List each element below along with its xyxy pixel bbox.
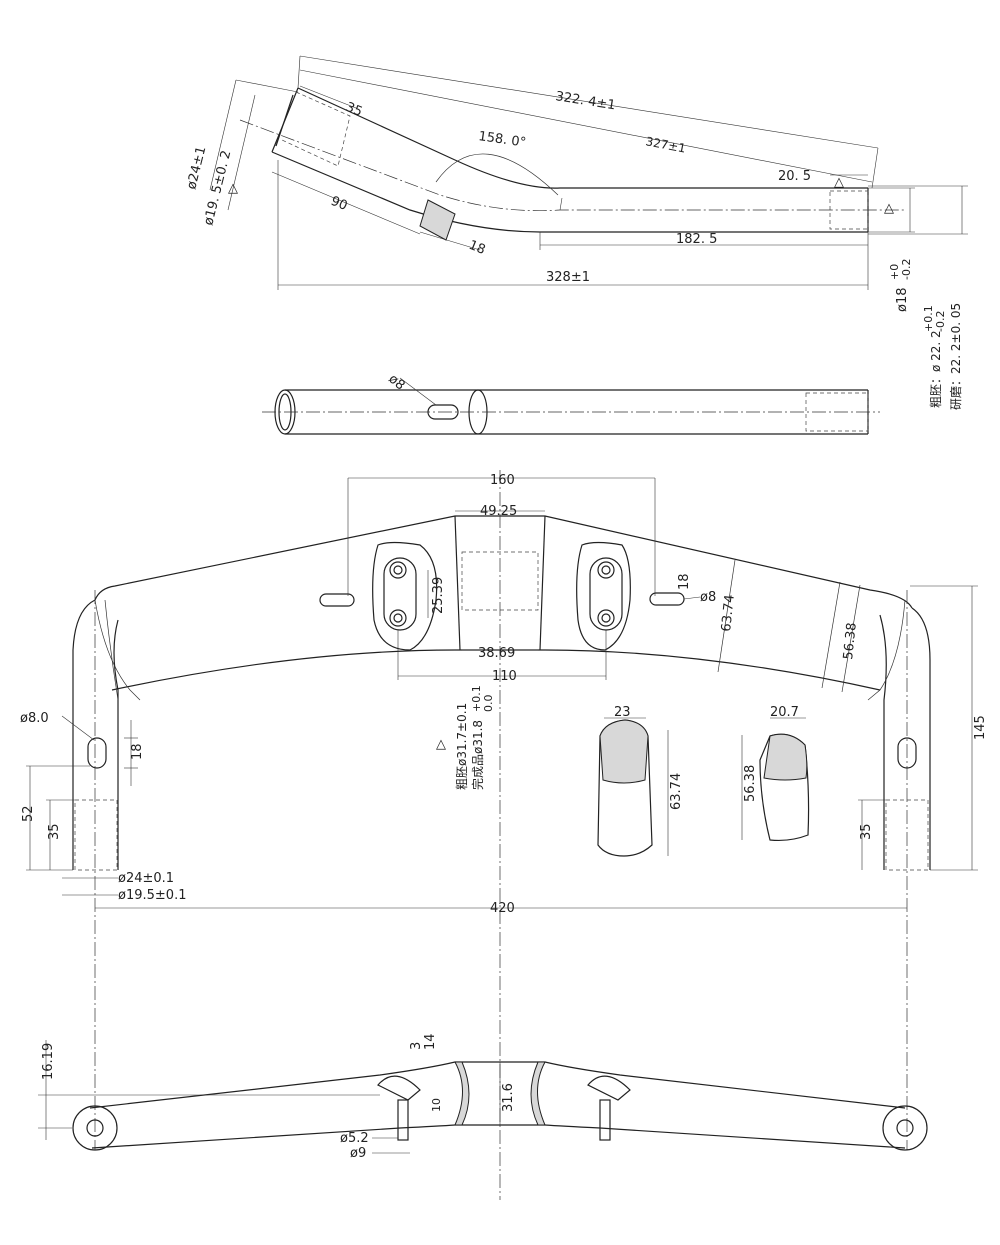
dim-1619: 16.19 bbox=[41, 1043, 56, 1080]
dim-18-left: 18 bbox=[130, 743, 145, 760]
dim-sec2-w: 20.7 bbox=[770, 705, 799, 720]
note-clamp-tol-dn: 0.0 bbox=[482, 695, 495, 713]
dim-35-top: 35 bbox=[344, 100, 365, 120]
front-view: 160 49.25 25.39 18 ø8 63.74 56.38 38.69 … bbox=[20, 470, 988, 1200]
dim-6374: 63.74 bbox=[719, 594, 738, 633]
note-rough-tol-up: +0.1 bbox=[922, 305, 935, 332]
note-clamp-tol-up: +0.1 bbox=[470, 685, 483, 712]
dim-slot8: ø8 bbox=[700, 590, 716, 605]
note-rough: 粗胚：ø 22. 2 bbox=[929, 330, 943, 408]
dim-18-top: 18 bbox=[467, 238, 488, 258]
tri-mark-4: △ bbox=[436, 737, 446, 752]
dim-110: 110 bbox=[492, 669, 517, 684]
dim-dia24-bottom: ø24±0.1 bbox=[118, 871, 174, 886]
dim-205: 20. 5 bbox=[778, 169, 811, 184]
dim-4925: 49.25 bbox=[480, 504, 517, 519]
note-clamp-final: 完成品ø31.8 bbox=[470, 720, 485, 790]
tri-mark-2: △ bbox=[834, 175, 844, 190]
tri-mark-1: △ bbox=[228, 181, 238, 196]
dim-dia52: ø5.2 bbox=[340, 1131, 369, 1146]
dim-2539: 25.39 bbox=[431, 577, 446, 614]
dim-145: 145 bbox=[973, 715, 988, 740]
dim-sec2-h: 56.38 bbox=[743, 765, 758, 802]
tri-mark-3: △ bbox=[884, 201, 894, 216]
dim-angle: 158. 0° bbox=[477, 129, 526, 151]
dim-1825: 182. 5 bbox=[676, 232, 717, 247]
dim-dia18: ø18 bbox=[895, 288, 910, 313]
dim-328: 328±1 bbox=[546, 270, 590, 285]
dim-14: 14 bbox=[423, 1033, 438, 1050]
dim-35-left: 35 bbox=[47, 823, 62, 840]
dim-3869: 38.69 bbox=[478, 646, 515, 661]
dim-52: 52 bbox=[21, 805, 36, 822]
dim-dia18-tol-dn: -0.2 bbox=[900, 259, 913, 280]
note-rough-tol-dn: -0.2 bbox=[934, 311, 947, 332]
bottom-view: 16.19 3 14 10 31.6 ø5.2 ø9 bbox=[38, 1033, 928, 1161]
dim-160: 160 bbox=[490, 473, 515, 488]
dim-3: 3 bbox=[409, 1042, 424, 1050]
dim-90: 90 bbox=[329, 194, 350, 214]
dim-slot18: 18 bbox=[677, 573, 692, 590]
dim-5638: 56.38 bbox=[841, 622, 860, 661]
dim-35-right: 35 bbox=[859, 823, 874, 840]
dim-10: 10 bbox=[430, 1098, 443, 1112]
dim-dia9: ø9 bbox=[350, 1146, 366, 1161]
dim-420: 420 bbox=[490, 901, 515, 916]
dim-dia195-bottom: ø19.5±0.1 bbox=[118, 888, 186, 903]
dim-dia18-tol-up: +0 bbox=[888, 264, 901, 280]
note-ground: 研磨：22. 2±0. 05 bbox=[949, 303, 963, 410]
dim-sec1-h: 63.74 bbox=[669, 773, 684, 810]
dim-dia80: ø8.0 bbox=[20, 711, 49, 726]
dim-316: 31.6 bbox=[501, 1083, 516, 1112]
dim-sec1-w: 23 bbox=[614, 705, 631, 720]
note-clamp-rough: 粗胚ø31.7±0.1 bbox=[455, 703, 469, 790]
